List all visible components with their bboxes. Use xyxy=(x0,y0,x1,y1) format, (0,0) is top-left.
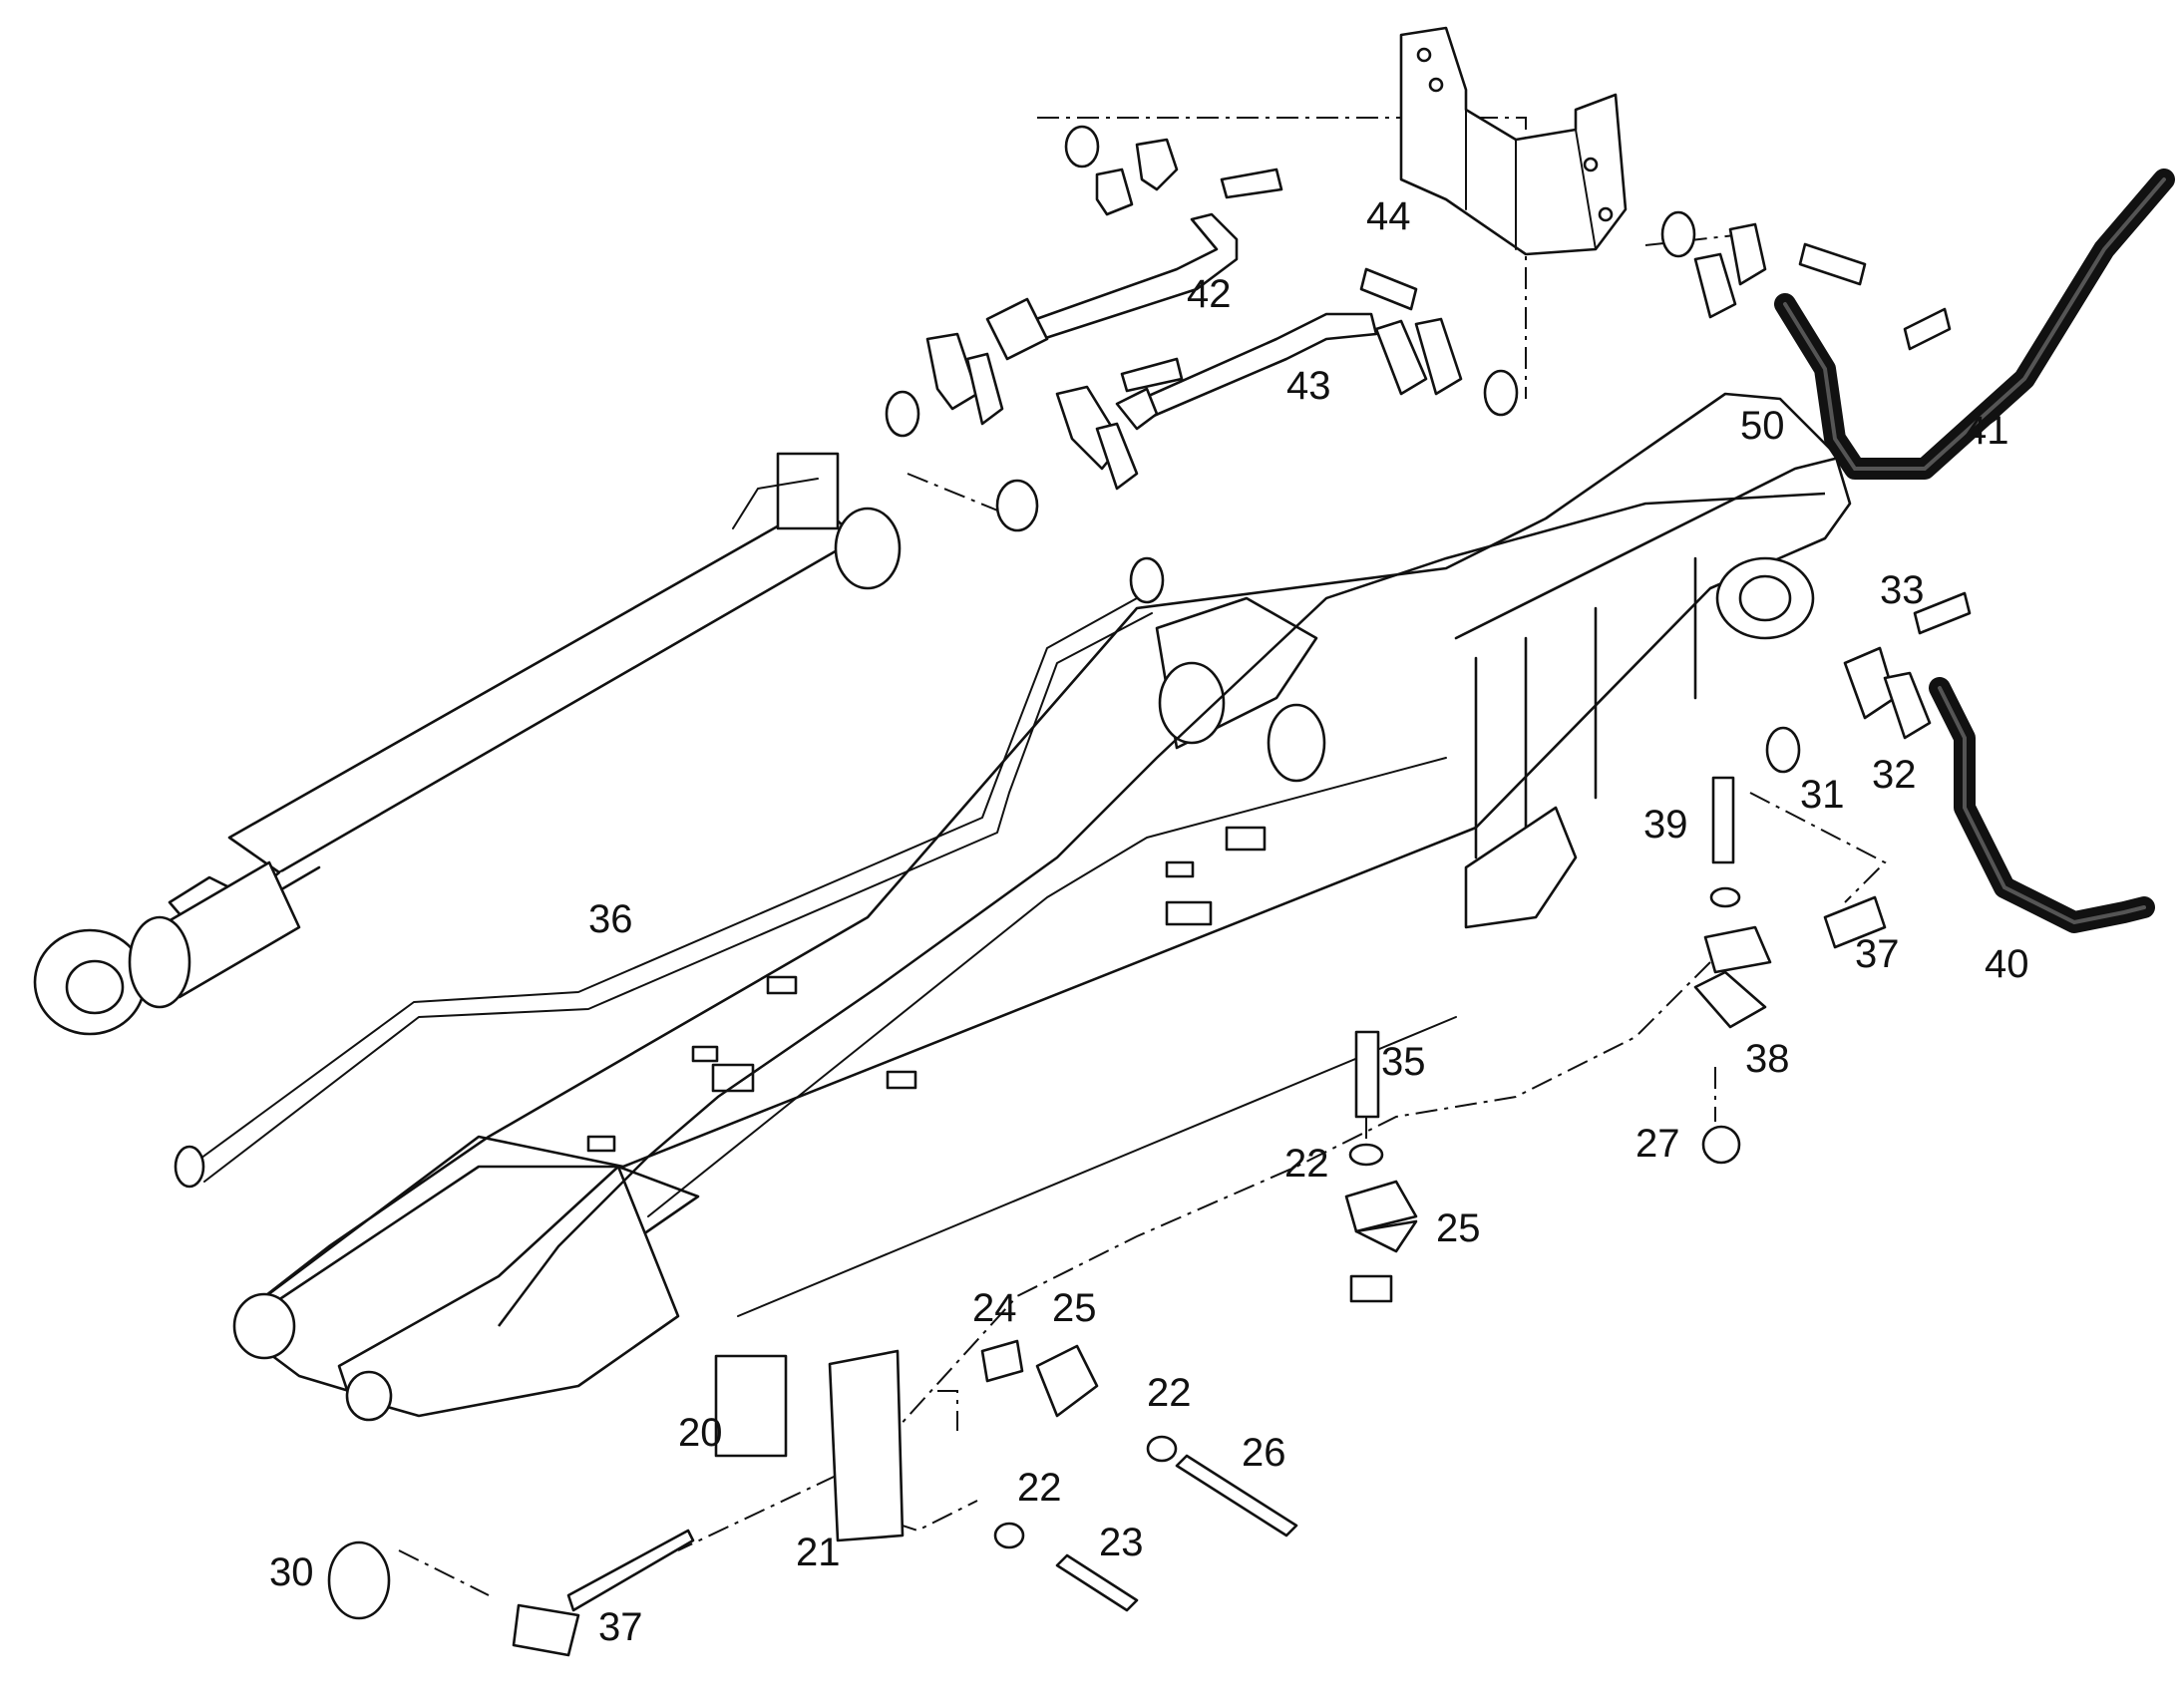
clamp-hardware xyxy=(327,776,1887,1657)
callout-26: 26 xyxy=(1242,1431,1286,1475)
callout-24: 24 xyxy=(972,1286,1017,1330)
hose-40 xyxy=(1929,677,2155,933)
callout-40: 40 xyxy=(1985,942,2029,986)
callout-23: 23 xyxy=(1099,1521,1144,1564)
callout-32: 32 xyxy=(1872,753,1917,797)
callout-37-b: 37 xyxy=(598,1605,643,1649)
pipe-36 xyxy=(188,597,1138,1168)
hose-40-inner xyxy=(1938,686,2146,925)
callout-20: 20 xyxy=(678,1411,723,1455)
callout-36: 36 xyxy=(588,897,633,941)
callout-22-b: 22 xyxy=(1147,1371,1192,1415)
callout-44: 44 xyxy=(1366,194,1411,238)
callout-25-b: 25 xyxy=(1436,1206,1481,1250)
boom-arm xyxy=(237,392,1852,1418)
boom-tip-eye xyxy=(232,1292,296,1360)
hose-42 xyxy=(1020,212,1239,346)
pipe-36-inner xyxy=(203,612,1153,1183)
callout-42: 42 xyxy=(1187,272,1232,316)
callout-43: 43 xyxy=(1286,364,1331,408)
callout-25-a: 25 xyxy=(1052,1286,1097,1330)
callout-22-a: 22 xyxy=(1284,1142,1329,1186)
pipe-36-flange-top xyxy=(1129,556,1165,604)
cylinder-mount-eye xyxy=(1158,661,1226,745)
boom-tip-eye-2 xyxy=(345,1370,393,1422)
callout-22-c: 22 xyxy=(1017,1466,1062,1510)
hose-41-inner xyxy=(1783,177,2166,471)
callout-35: 35 xyxy=(1381,1040,1426,1084)
hose-43 xyxy=(1140,312,1378,421)
callout-39: 39 xyxy=(1643,803,1688,847)
pipe-36-flange-bottom xyxy=(174,1145,205,1189)
callout-37-a: 37 xyxy=(1855,932,1900,976)
callout-41: 41 xyxy=(1965,409,2009,453)
bracket-44 xyxy=(1399,26,1628,256)
boom-pivot-bore xyxy=(1738,574,1792,622)
callout-31: 31 xyxy=(1800,773,1845,817)
callout-38: 38 xyxy=(1745,1037,1790,1081)
cylinder-mount-eye-2 xyxy=(1267,703,1326,783)
fittings-upper xyxy=(885,125,1972,774)
callout-21: 21 xyxy=(796,1531,841,1574)
callout-labels: 20 21 22 22 22 23 24 25 25 26 27 30 31 3… xyxy=(269,194,2029,1649)
callout-30: 30 xyxy=(269,1550,314,1594)
callout-27: 27 xyxy=(1635,1122,1680,1166)
hydraulic-cylinder xyxy=(33,452,902,1036)
callout-50: 50 xyxy=(1740,404,1785,448)
callout-33: 33 xyxy=(1880,568,1925,612)
cable-50 xyxy=(498,492,1826,1327)
